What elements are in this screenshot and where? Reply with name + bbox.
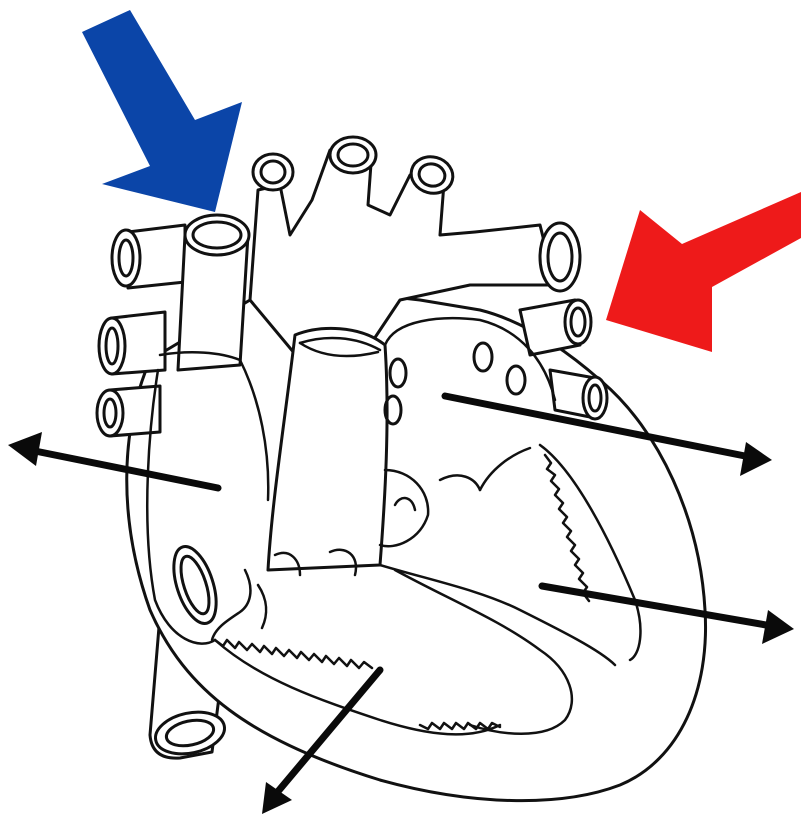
blue-inflow-arrow (82, 10, 242, 212)
heart-illustration (97, 137, 706, 801)
red-inflow-arrow (606, 192, 801, 352)
superior-vena-cava (178, 215, 249, 370)
